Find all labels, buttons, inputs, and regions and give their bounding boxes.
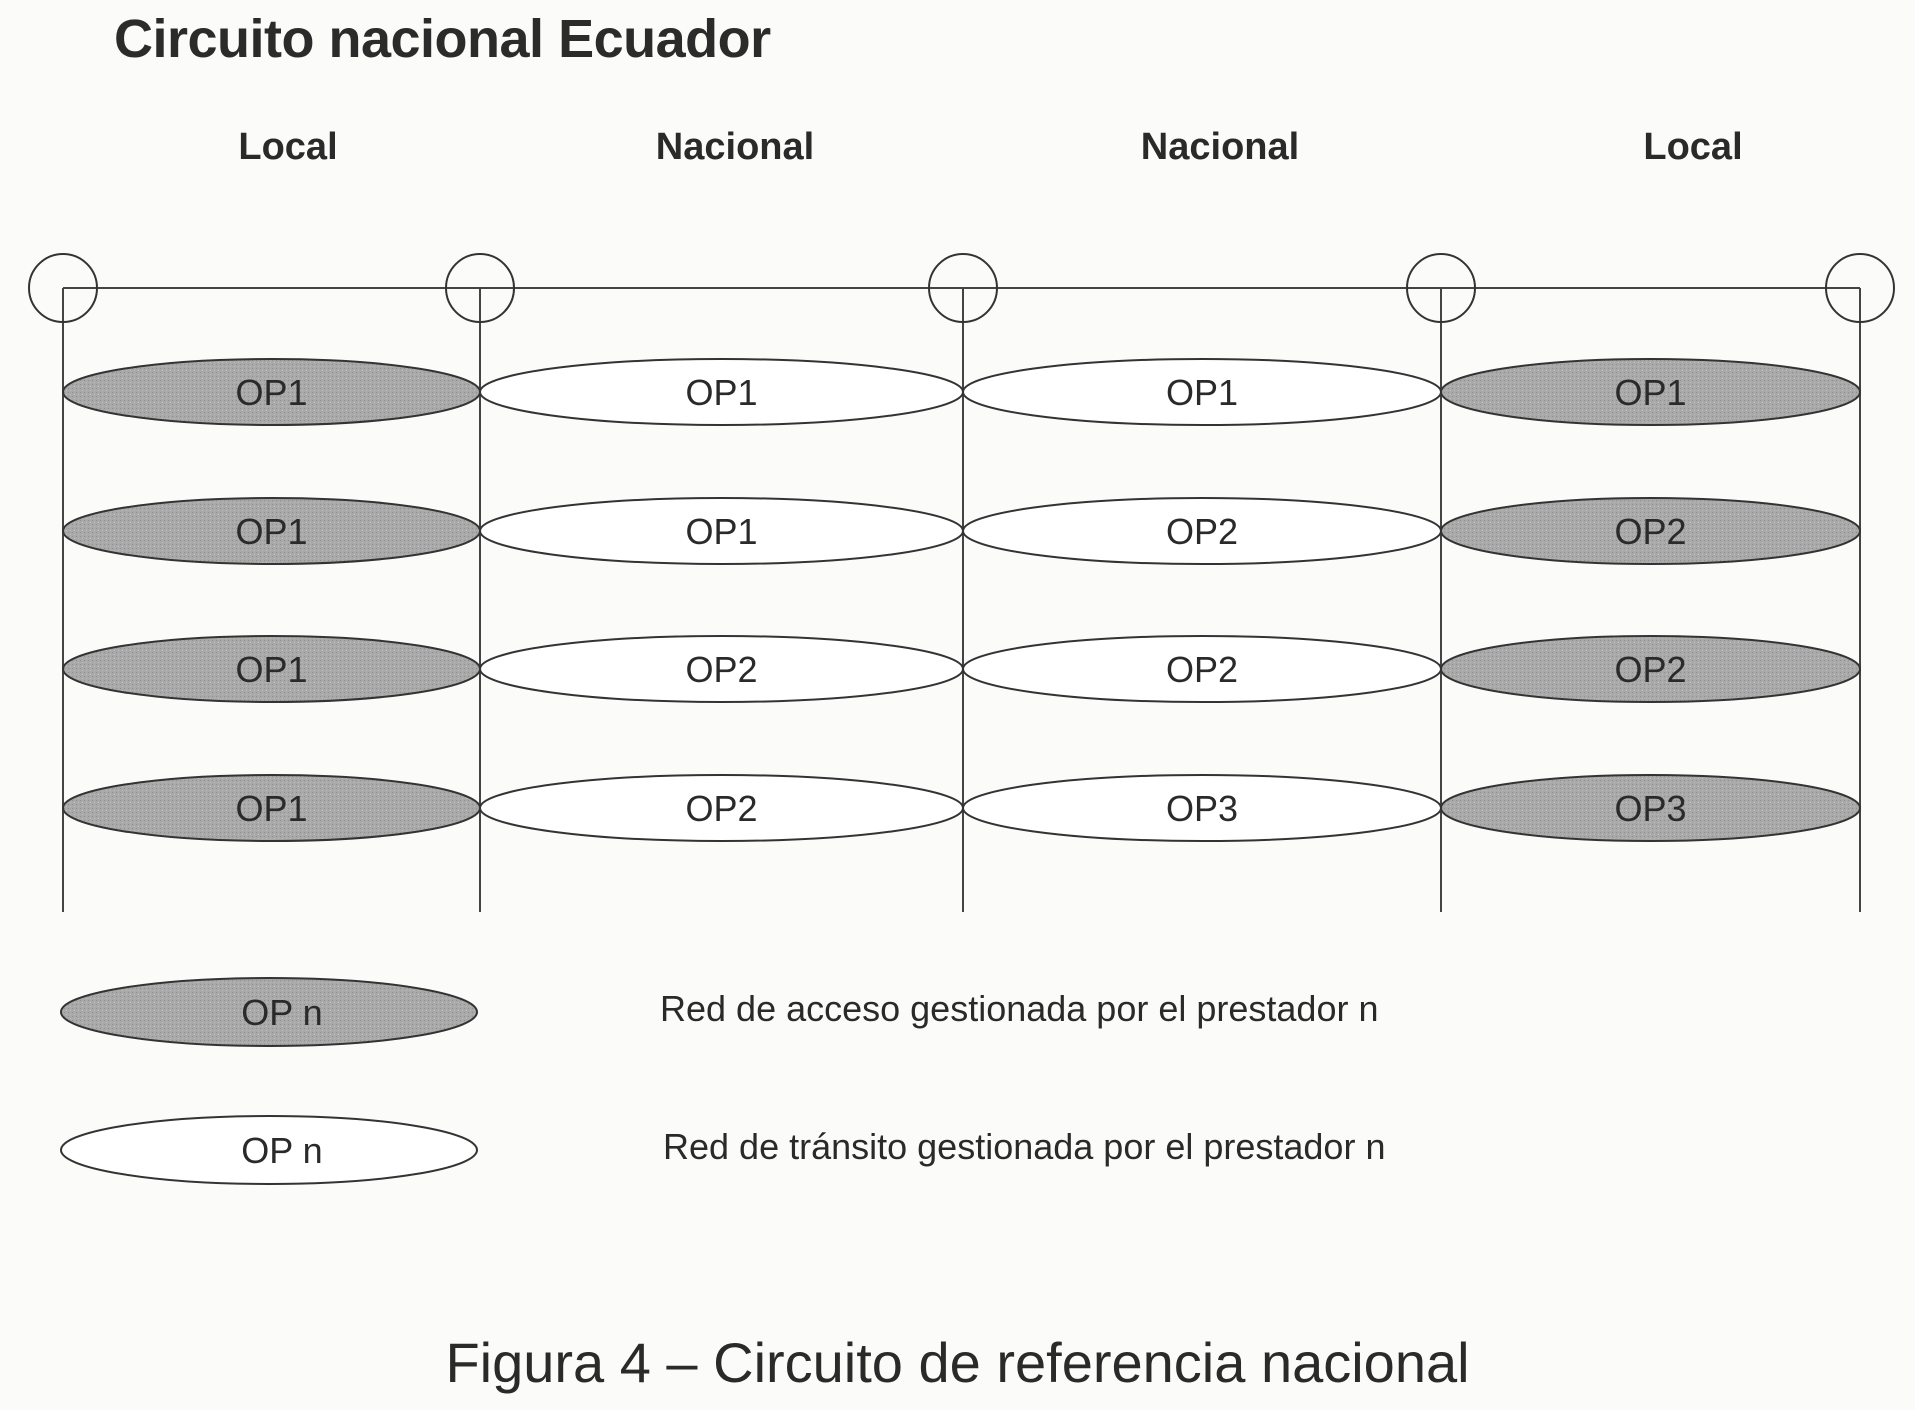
operator-label: OP2 (1614, 511, 1686, 552)
junction-node-2 (928, 253, 998, 323)
operator-label: OP2 (1614, 649, 1686, 690)
operator-label: OP2 (1166, 511, 1238, 552)
operator-label: OP1 (235, 649, 307, 690)
access-network-ellipse (1440, 497, 1861, 565)
operator-label: OP3 (1614, 788, 1686, 829)
legend-access-text: Red de acceso gestionada por el prestado… (660, 988, 1379, 1029)
legend-access-label: OP n (241, 992, 322, 1033)
junction-nodes (28, 253, 1895, 323)
column-header-nacional-right: Nacional (1140, 126, 1300, 168)
operator-label: OP1 (685, 511, 757, 552)
access-network-ellipse (1440, 358, 1861, 426)
operator-label: OP1 (1614, 372, 1686, 413)
legend-transit-label: OP n (241, 1130, 322, 1171)
junction-node-3 (1406, 253, 1476, 323)
access-network-ellipse (1440, 774, 1861, 842)
legend-transit-ellipse (60, 1115, 478, 1185)
operator-label: OP1 (235, 788, 307, 829)
operator-label: OP1 (235, 372, 307, 413)
legend-transit-text: Red de tránsito gestionada por el presta… (663, 1126, 1386, 1167)
junction-node-4 (1825, 253, 1895, 323)
operator-label: OP1 (235, 511, 307, 552)
column-header-local-left: Local (238, 126, 338, 168)
operator-label: OP2 (685, 649, 757, 690)
junction-node-0 (28, 253, 98, 323)
figure-caption: Figura 4 – Circuito de referencia nacion… (445, 1331, 1470, 1394)
diagram-title: Circuito nacional Ecuador (114, 9, 771, 69)
operator-label: OP1 (1166, 372, 1238, 413)
operator-label: OP2 (1166, 649, 1238, 690)
legend-access-ellipse (60, 977, 478, 1047)
junction-node-1 (445, 253, 515, 323)
column-header-nacional-left: Nacional (655, 126, 815, 168)
operator-label: OP2 (685, 788, 757, 829)
operator-label: OP3 (1166, 788, 1238, 829)
column-header-local-right: Local (1643, 126, 1743, 168)
access-network-ellipse (1440, 635, 1861, 703)
legend-symbols: OP n OP n (60, 977, 478, 1185)
operator-label: OP1 (685, 372, 757, 413)
